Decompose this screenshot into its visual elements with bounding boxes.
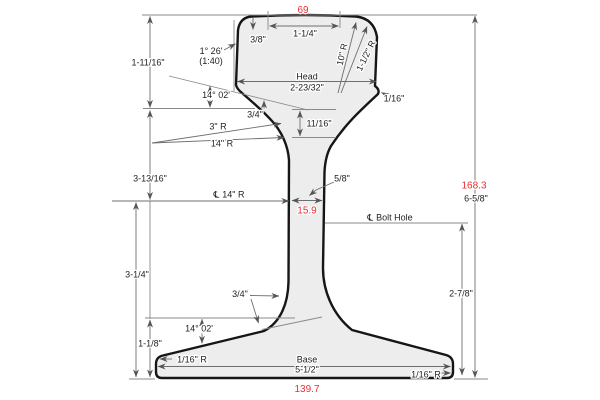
rail-profile-shape	[154, 13, 455, 380]
label-web-thickness-mm: 15.9	[297, 206, 317, 217]
label-base-width-mm: 139.7	[294, 384, 319, 395]
label-bolt-hole-height: 2-7/8"	[449, 289, 473, 299]
rail-outline	[154, 13, 455, 380]
label-corner-offset: 3/8"	[250, 35, 266, 45]
label-fishing-angle: 14° 02'	[202, 90, 230, 100]
label-head-height: 1-11/16"	[131, 58, 164, 68]
label-head-width-mm: 69	[297, 5, 309, 16]
label-head-width: 2-23/32"	[290, 83, 324, 93]
label-base-fillet-offset: 3/4"	[232, 289, 248, 299]
label-cant-angle: 1° 26'	[200, 46, 223, 56]
bolt-hole-centerline-symbol: ℄	[366, 213, 373, 223]
label-web-lower-height: 3-1/4"	[125, 270, 149, 280]
dimension-lines	[112, 15, 478, 378]
label-base-edge-height: 1-1/8"	[138, 339, 162, 349]
label-cant-ratio: (1:40)	[199, 56, 223, 66]
centerline-symbol: ℄	[213, 190, 220, 200]
label-crown-width: 1-1/4"	[293, 29, 317, 39]
label-fillet-radius-upper: 3" R	[209, 122, 227, 132]
label-base-corner-radius-right: 1/16" R	[411, 370, 441, 380]
label-head-depth: 11/16"	[306, 119, 331, 129]
label-web-fillet-offset: 3/4"	[247, 110, 263, 120]
label-bolt-hole: ℄Bolt Hole	[366, 213, 412, 223]
label-upper-height: 3-13/16"	[133, 174, 167, 184]
label-overall-height-mm: 168.3	[461, 181, 486, 192]
label-fillet-radius-lower: 14" R	[211, 139, 234, 149]
label-base-slope-angle: 14° 02'	[185, 324, 213, 334]
centerline-radius-value: 14" R	[222, 190, 245, 200]
label-base-corner-radius-left: 1/16" R	[177, 355, 207, 365]
bolt-hole-text: Bolt Hole	[376, 213, 413, 223]
fishing-slope-line	[168, 75, 309, 111]
label-web-centerline-radius: ℄14" R	[213, 190, 245, 200]
label-head: Head	[296, 72, 318, 82]
label-base-width: 5-1/2"	[295, 365, 319, 375]
dimension-labels: 69 1-1/4" 3/8" 10" R 1-1/2" R Head 2-23/…	[124, 4, 489, 396]
extension-lines	[129, 11, 488, 380]
label-overall-height: 6-5/8"	[464, 194, 488, 204]
label-base: Base	[297, 355, 318, 365]
label-gauge-corner-radius: 1/16"	[384, 94, 405, 104]
label-web-thickness: 5/8"	[334, 174, 350, 184]
